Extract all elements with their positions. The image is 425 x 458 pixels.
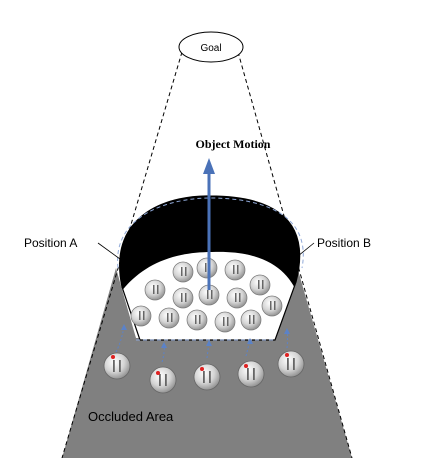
robot — [226, 287, 248, 309]
marker-dot — [285, 353, 289, 357]
object-motion-label: Object Motion — [196, 137, 271, 151]
robot — [198, 284, 220, 306]
position-a-pointer — [97, 242, 121, 260]
robot — [130, 305, 152, 327]
robot — [158, 307, 180, 329]
flow-arrow — [206, 341, 210, 359]
marker-dot — [156, 371, 160, 375]
position-b-pointer — [297, 242, 315, 257]
occluded-area — [62, 268, 352, 458]
position-b-label: Position B — [317, 236, 371, 250]
robot — [240, 309, 262, 331]
goal-ellipse — [178, 31, 244, 63]
robot — [193, 363, 221, 391]
robot — [261, 295, 283, 317]
flow-arrow-heads — [121, 324, 290, 348]
robot — [277, 350, 305, 378]
occluded-area-label: Occluded Area — [88, 409, 174, 424]
crater-outline-dashed — [117, 197, 304, 269]
object-motion-arrow — [203, 158, 215, 290]
robot — [196, 257, 218, 279]
robot — [144, 279, 166, 301]
position-a-label: Position A — [24, 236, 77, 250]
robot — [214, 311, 236, 333]
goal-label: Goal — [200, 43, 221, 54]
robot — [149, 366, 177, 394]
marker-dot — [244, 364, 248, 368]
robot — [237, 360, 265, 388]
robot-swarm-occluded — [103, 350, 305, 394]
marker-dot — [200, 367, 204, 371]
robot-swarm-inside — [130, 257, 283, 333]
robot — [172, 287, 194, 309]
robot — [172, 261, 194, 283]
marker-dot — [111, 355, 115, 359]
robot — [103, 352, 131, 380]
robot — [249, 274, 271, 296]
robot — [186, 309, 208, 331]
robot — [224, 259, 246, 281]
flow-arrow — [245, 339, 251, 357]
